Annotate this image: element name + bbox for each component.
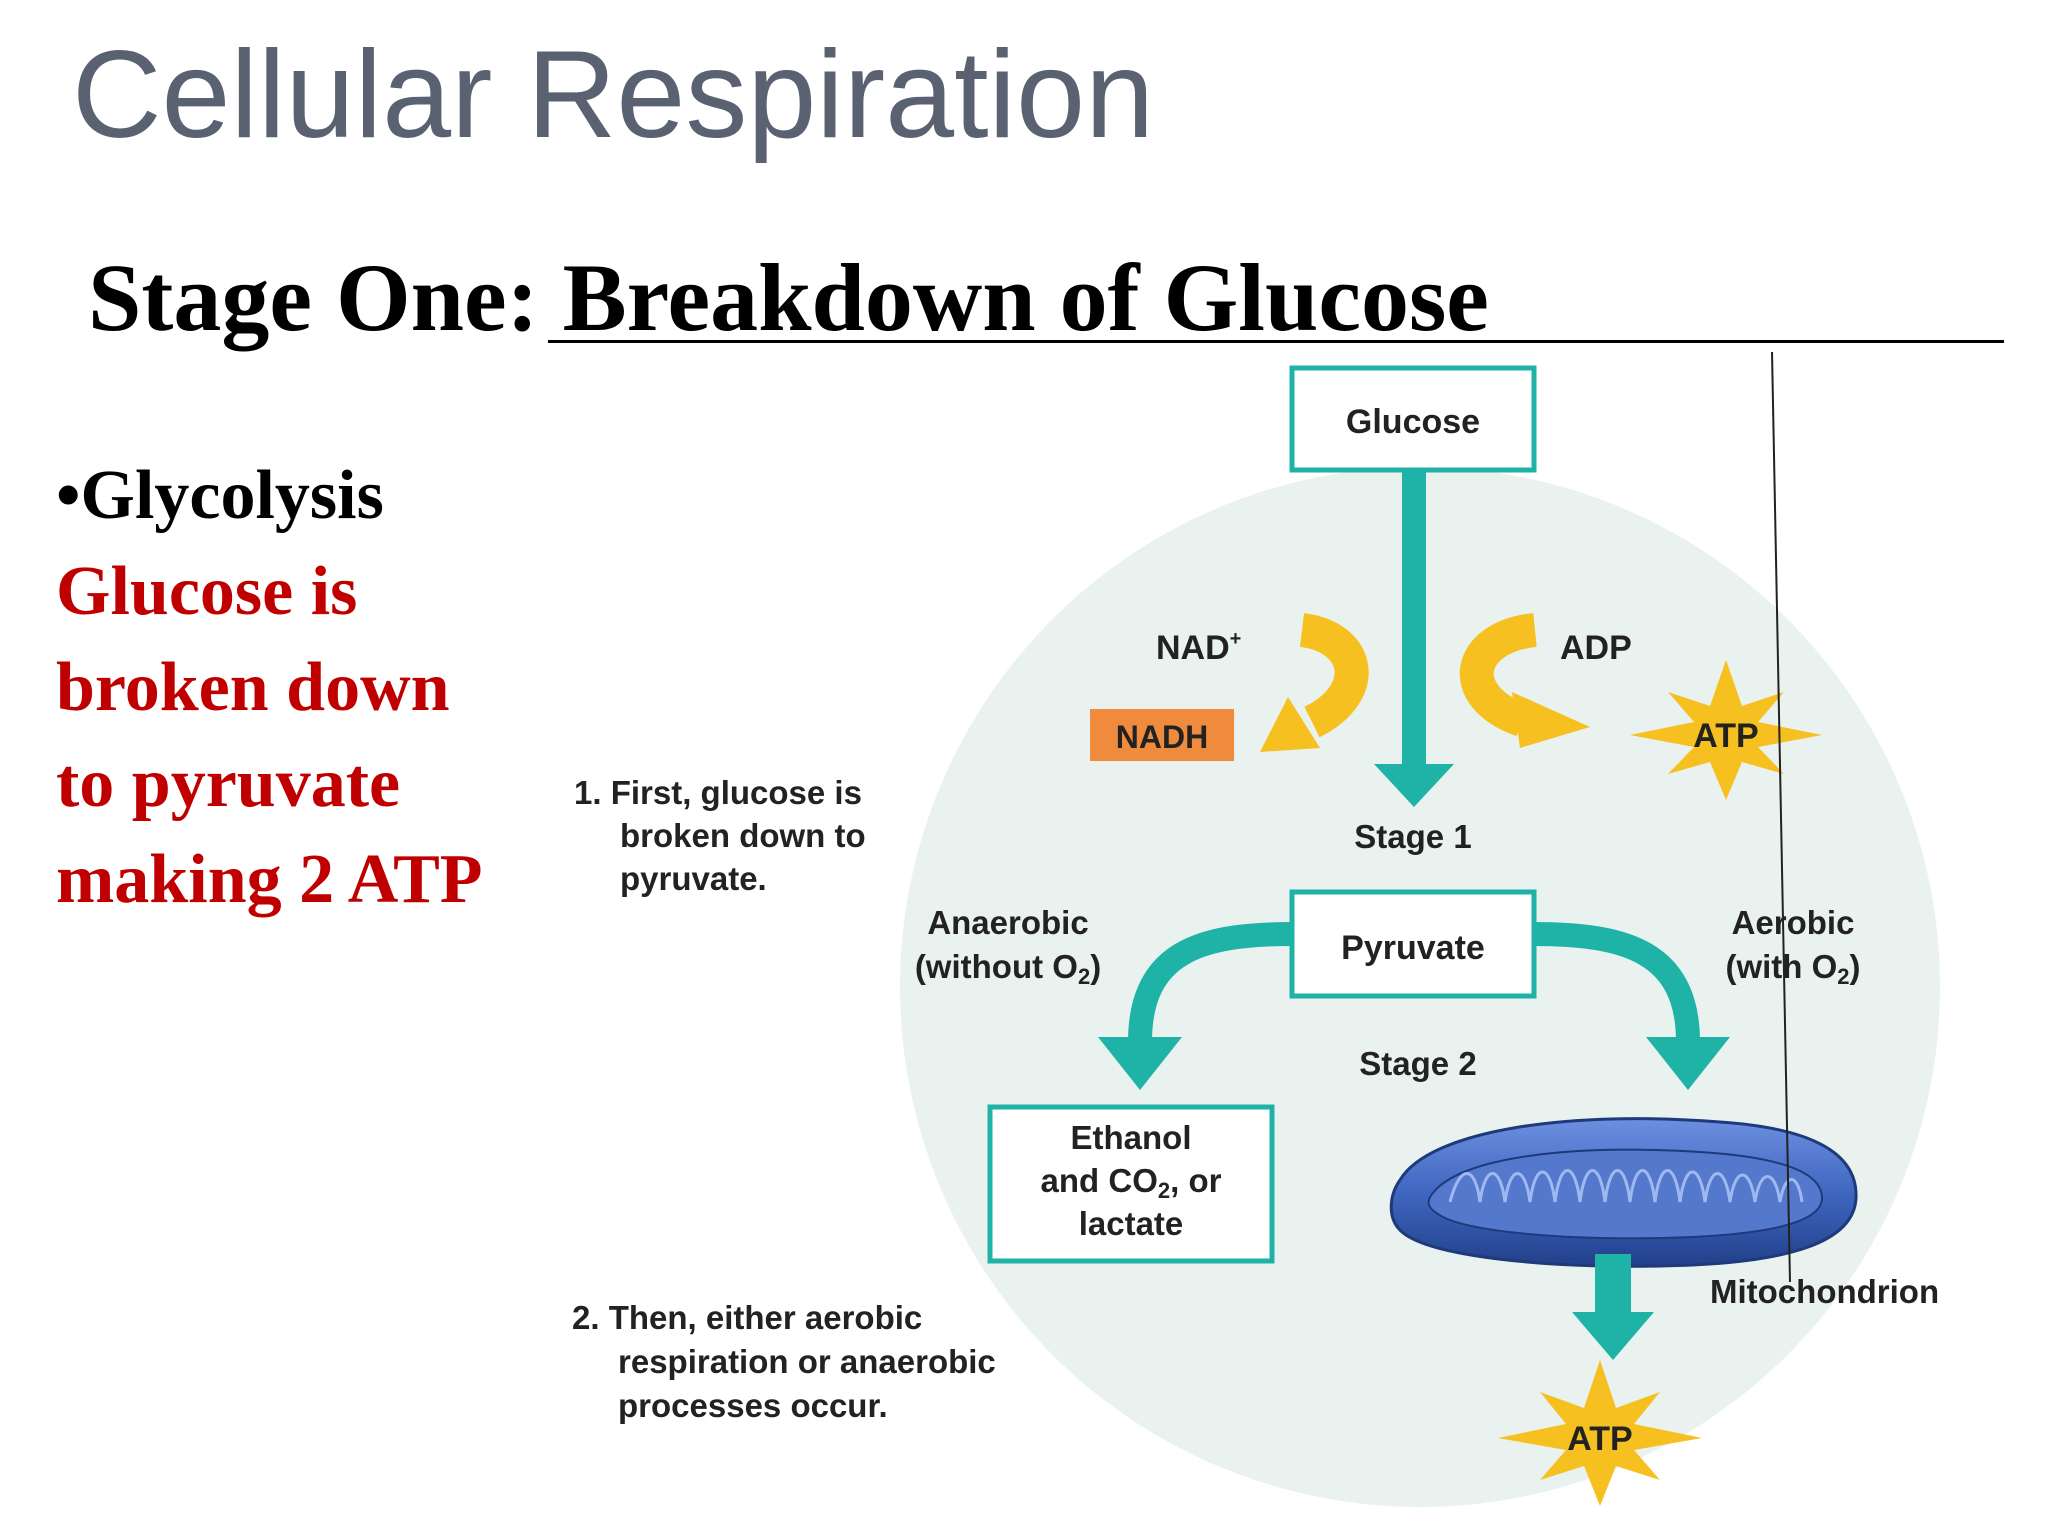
respiration-diagram: Glucose NAD+ NADH	[560, 351, 2048, 1536]
step2-line: processes occur.	[618, 1387, 888, 1424]
mito-to-atp-arrow	[1572, 1254, 1654, 1360]
atp-burst-bottom: ATP	[1498, 1360, 1702, 1506]
pyruvate-box: Pyruvate	[1289, 889, 1537, 999]
step1-text: 1. First, glucose is broken down to pyru…	[574, 774, 866, 897]
bullet-list: •Glycolysis Glucose is broken down to py…	[56, 448, 483, 928]
step1-line: 1. First, glucose is	[574, 774, 862, 811]
ethanol-box: Ethanol and CO2, or lactate	[987, 1104, 1275, 1264]
atp-top-label: ATP	[1693, 717, 1758, 755]
step1-line: pyruvate.	[620, 860, 767, 897]
bullet-line: Glucose is	[56, 553, 358, 630]
atp-burst-top: ATP	[1630, 660, 1822, 800]
aerobic-branch-arrow	[1533, 922, 1730, 1090]
ethanol-line: Ethanol	[1071, 1119, 1192, 1156]
glucose-label: Glucose	[1346, 403, 1480, 441]
glucose-box: Glucose	[1289, 365, 1537, 473]
aerobic-label: Aerobic	[1732, 904, 1855, 941]
diagram-svg: Glucose NAD+ NADH	[572, 351, 1940, 1507]
adp-label: ADP	[1560, 629, 1632, 667]
slide-title: Cellular Respiration	[72, 26, 1155, 164]
anaerobic-label-group: Anaerobic (without O2)	[915, 904, 1101, 989]
bullet-heading: •Glycolysis	[56, 457, 384, 534]
step2-line: 2. Then, either aerobic	[572, 1299, 922, 1336]
aerobic-label-group: Aerobic (with O2)	[1725, 904, 1860, 989]
with-o2-label: (with O2)	[1725, 948, 1860, 989]
without-o2-label: (without O2)	[915, 948, 1101, 989]
mitochondrion-illustration	[1389, 351, 1858, 1283]
step2-text: 2. Then, either aerobic respiration or a…	[572, 1299, 996, 1424]
anaerobic-branch-arrow	[1098, 922, 1293, 1090]
nadh-box: NADH	[1090, 709, 1234, 761]
ethanol-line: lactate	[1079, 1205, 1184, 1242]
stage1-label: Stage 1	[1354, 818, 1471, 855]
step1-line: broken down to	[620, 817, 866, 854]
bullet-line: making 2 ATP	[56, 841, 483, 918]
pyruvate-label: Pyruvate	[1341, 929, 1485, 967]
subtitle-underline	[548, 340, 2004, 343]
mitochondrion-label: Mitochondrion	[1710, 1273, 1939, 1310]
nadh-label: NADH	[1116, 719, 1208, 755]
adp-curve-arrow	[1459, 613, 1590, 748]
ethanol-line: and CO2, or	[1041, 1162, 1222, 1203]
stage1-arrow	[1374, 470, 1454, 807]
atp-bottom-label: ATP	[1567, 1420, 1632, 1458]
slide-subtitle: Stage One: Breakdown of Glucose	[88, 244, 1489, 351]
bullet-line: broken down	[56, 649, 450, 726]
bullet-line: to pyruvate	[56, 745, 401, 822]
nad-label: NAD+	[1156, 628, 1241, 667]
nad-curve-arrow	[1260, 613, 1369, 752]
step2-line: respiration or anaerobic	[618, 1343, 996, 1380]
stage2-label: Stage 2	[1359, 1045, 1476, 1082]
anaerobic-label: Anaerobic	[927, 904, 1088, 941]
